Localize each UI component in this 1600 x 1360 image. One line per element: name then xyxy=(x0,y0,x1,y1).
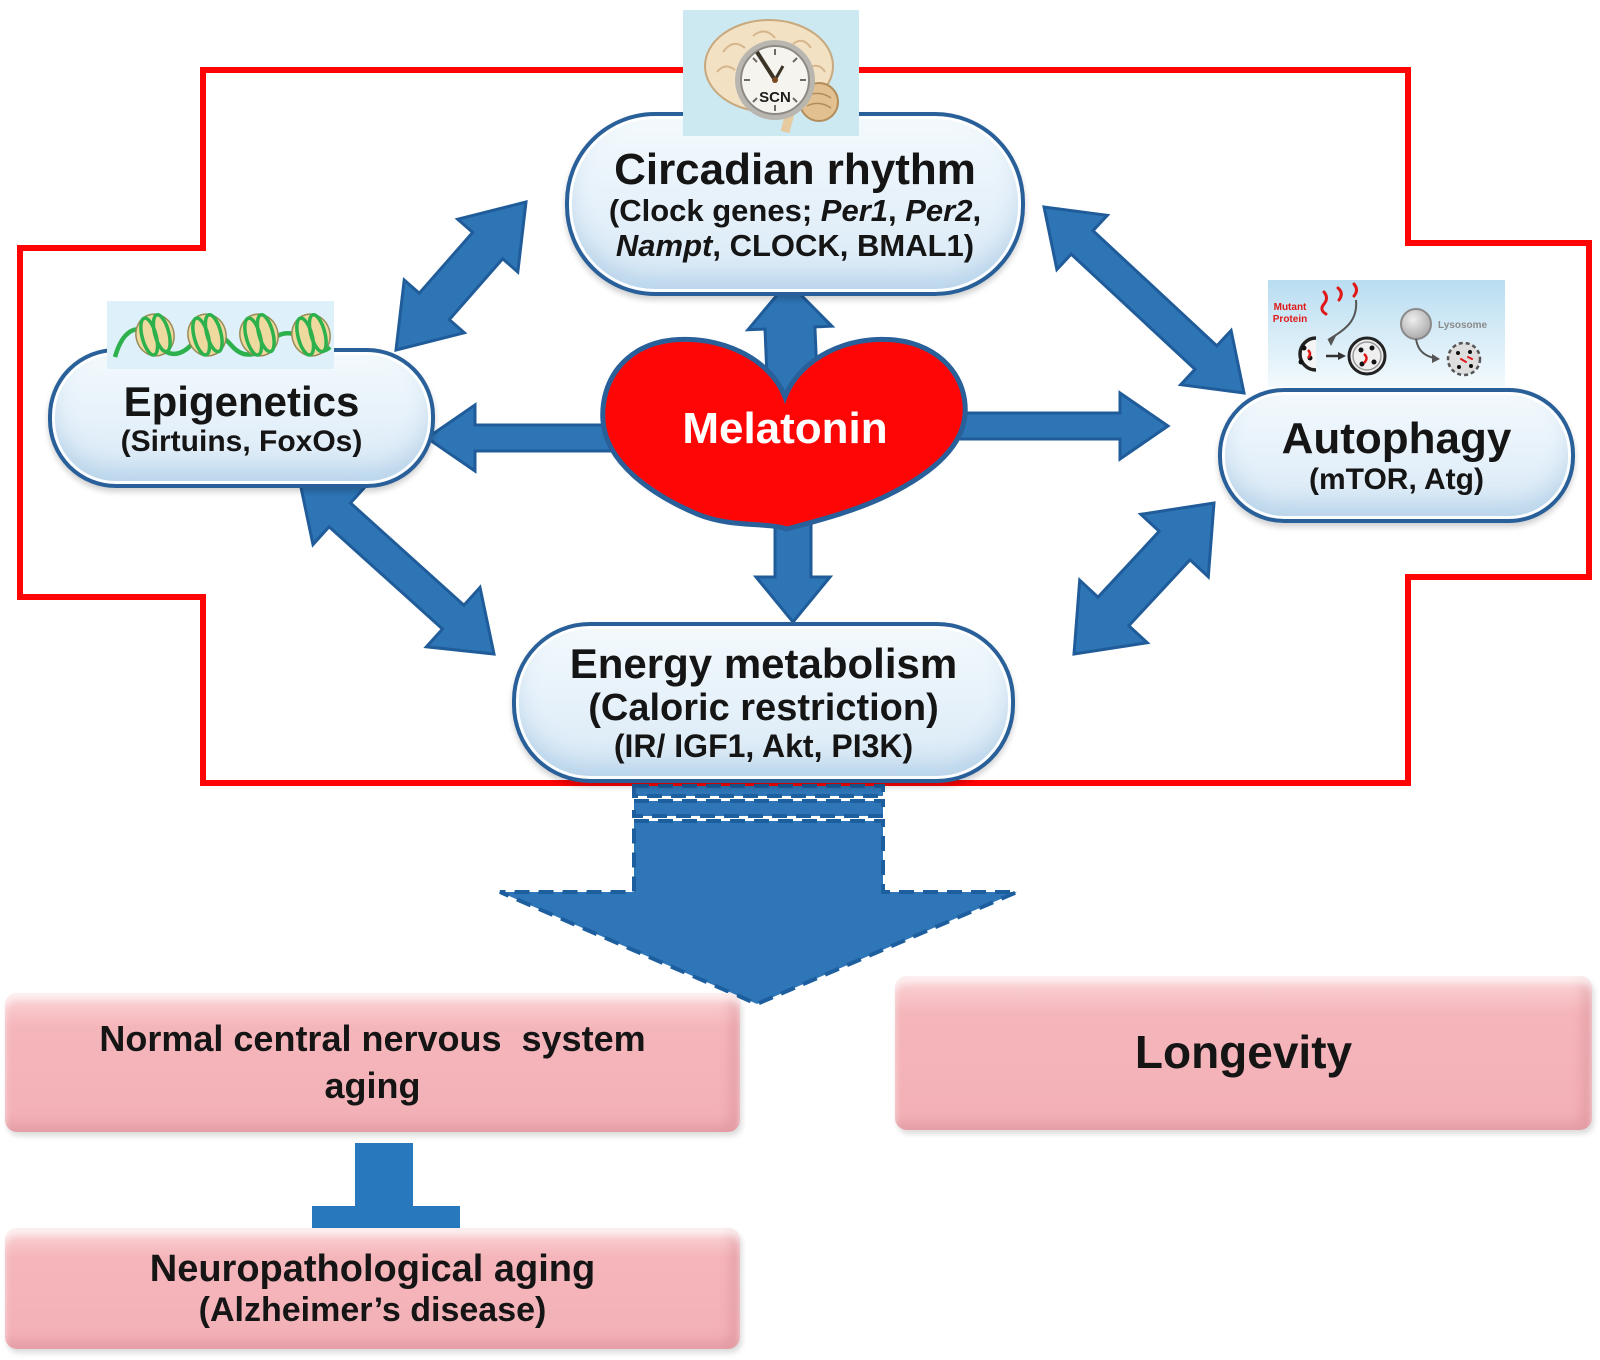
node-circadian-rhythm: Circadian rhythm (Clock genes; Per1, Per… xyxy=(565,112,1025,296)
arrow-melatonin-to-epigenetics xyxy=(424,402,634,474)
red-outline-border xyxy=(17,67,1592,786)
node-autophagy: Autophagy (mTOR, Atg) xyxy=(1218,388,1575,523)
cns-aging-line1: Normal central nervous system xyxy=(99,1017,646,1059)
neuropathological-line2: (Alzheimer’s disease) xyxy=(198,1290,547,1329)
mutant-protein-squiggles xyxy=(1320,282,1358,316)
autolysosome xyxy=(1446,341,1482,377)
clock-hand-long xyxy=(755,50,777,82)
autophagy-subtitle: (mTOR, Atg) xyxy=(1309,463,1484,497)
energy-genes: (IR/ IGF1, Akt, PI3K) xyxy=(613,728,914,765)
dashed-arrow-body xyxy=(499,819,1018,1007)
outcome-neuropathological: Neuropathological aging (Alzheimer’s dis… xyxy=(5,1228,740,1349)
mutant-protein-label-1: Mutant xyxy=(1274,302,1307,313)
outcome-longevity: Longevity xyxy=(895,976,1592,1130)
circadian-title: Circadian rhythm xyxy=(614,144,976,194)
circadian-genes-line2: Nampt, CLOCK, BMAL1) xyxy=(615,227,975,263)
melatonin-label: Melatonin xyxy=(682,404,888,453)
arrow-cns-to-neuropathological xyxy=(312,1143,460,1230)
melatonin-heart xyxy=(600,336,968,532)
circadian-genes-line1: (Clock genes; Per1, Per2, xyxy=(608,192,982,228)
nucleosomes xyxy=(135,312,331,357)
arrow-epigenetics-energy xyxy=(297,476,496,656)
mutant-protein-label-2: Protein xyxy=(1273,314,1307,325)
arrow-circadian-autophagy xyxy=(1042,205,1246,395)
phagophore xyxy=(1298,336,1317,372)
dashed-arrow-band-1 xyxy=(632,784,885,798)
autophagy-title: Autophagy xyxy=(1281,414,1512,464)
epigenetics-title: Epigenetics xyxy=(123,377,360,425)
dashed-arrow-band-2 xyxy=(632,799,885,818)
epigenetics-subtitle: (Sirtuins, FoxOs) xyxy=(120,424,363,458)
energy-title: Energy metabolism xyxy=(569,639,958,687)
lysosome xyxy=(1400,308,1432,340)
autophagy-process-image: Mutant Protein Lysosome xyxy=(1268,280,1505,387)
energy-subtitle: (Caloric restriction) xyxy=(588,686,939,729)
scn-label: SCN xyxy=(759,89,791,106)
arrow-energy-autophagy xyxy=(1072,501,1216,656)
node-energy-metabolism: Energy metabolism (Caloric restriction) … xyxy=(512,622,1015,783)
brain-scn-image: SCN xyxy=(683,10,859,136)
outcome-cns-aging: Normal central nervous system aging xyxy=(5,993,740,1132)
chromatin-image xyxy=(107,301,334,369)
cns-aging-line2: aging xyxy=(324,1064,421,1106)
lysosome-label: Lysosome xyxy=(1438,320,1488,331)
neuropathological-line1: Neuropathological aging xyxy=(149,1248,596,1291)
arrow-epigenetics-circadian xyxy=(394,200,528,352)
longevity-label: Longevity xyxy=(1134,1026,1353,1079)
